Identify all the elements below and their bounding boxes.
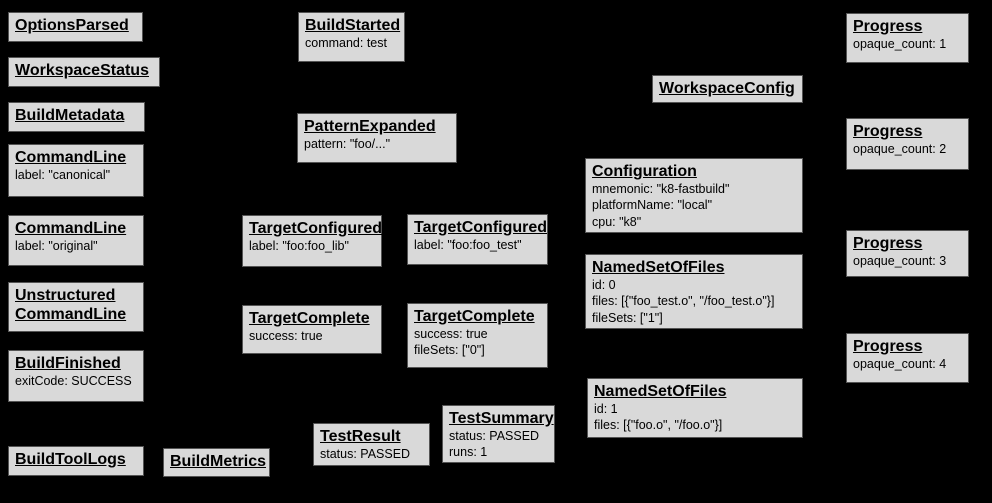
node-title: BuildStarted bbox=[305, 17, 401, 34]
node-progress-3: Progress opaque_count: 3 bbox=[846, 230, 969, 277]
node-pattern-expanded: PatternExpanded pattern: "foo/..." bbox=[297, 113, 457, 163]
node-title: BuildMetadata bbox=[15, 107, 125, 124]
node-props: label: "canonical" bbox=[15, 167, 137, 183]
node-configuration: Configuration mnemonic: "k8-fastbuild"pl… bbox=[585, 158, 803, 233]
node-property: label: "original" bbox=[15, 239, 98, 254]
node-property: pattern: "foo/..." bbox=[304, 137, 391, 152]
node-property: opaque_count: 2 bbox=[853, 142, 947, 157]
node-options-parsed: OptionsParsed bbox=[8, 12, 143, 42]
node-props: opaque_count: 2 bbox=[853, 141, 962, 157]
node-property: cpu: "k8" bbox=[592, 214, 642, 229]
node-props: success: true bbox=[249, 328, 375, 344]
node-unstructured-command-line: Unstructured CommandLine bbox=[8, 282, 144, 332]
node-build-finished: BuildFinished exitCode: SUCCESS bbox=[8, 350, 144, 402]
node-progress-4: Progress opaque_count: 4 bbox=[846, 333, 969, 383]
node-title: WorkspaceStatus bbox=[15, 62, 149, 79]
node-title: NamedSetOfFiles bbox=[592, 259, 725, 276]
node-workspace-status: WorkspaceStatus bbox=[8, 57, 160, 87]
node-title: WorkspaceConfig bbox=[659, 80, 795, 97]
node-title: Progress bbox=[853, 338, 923, 355]
node-command-line-canonical: CommandLine label: "canonical" bbox=[8, 144, 144, 197]
node-property: fileSets: ["1"] bbox=[592, 310, 663, 325]
node-property: exitCode: SUCCESS bbox=[15, 374, 132, 389]
node-property: fileSets: ["0"] bbox=[414, 343, 485, 358]
node-props: label: "foo:foo_test" bbox=[414, 237, 541, 253]
node-title: Progress bbox=[853, 18, 923, 35]
node-title: TargetConfigured bbox=[414, 219, 548, 236]
node-title: TargetConfigured bbox=[249, 220, 383, 237]
node-property: opaque_count: 4 bbox=[853, 357, 947, 372]
node-title: CommandLine bbox=[15, 149, 127, 166]
node-property: status: PASSED bbox=[320, 447, 411, 462]
node-property: id: 1 bbox=[594, 402, 618, 417]
node-property: runs: 1 bbox=[449, 445, 488, 460]
node-property: status: PASSED bbox=[449, 429, 540, 444]
node-build-metadata: BuildMetadata bbox=[8, 102, 145, 132]
node-progress-2: Progress opaque_count: 2 bbox=[846, 118, 969, 170]
node-target-complete-foo-lib: TargetComplete success: true bbox=[242, 305, 382, 354]
node-props: pattern: "foo/..." bbox=[304, 136, 450, 152]
node-props: opaque_count: 4 bbox=[853, 356, 962, 372]
node-build-metrics: BuildMetrics bbox=[163, 448, 270, 477]
node-props: exitCode: SUCCESS bbox=[15, 373, 137, 389]
node-command-line-original: CommandLine label: "original" bbox=[8, 215, 144, 266]
node-props: status: PASSED bbox=[320, 446, 423, 462]
node-title: Unstructured CommandLine bbox=[15, 287, 127, 324]
node-props: command: test bbox=[305, 35, 398, 51]
node-test-result: TestResult status: PASSED bbox=[313, 423, 430, 466]
node-property: label: "foo:foo_lib" bbox=[249, 239, 349, 254]
node-title: Progress bbox=[853, 123, 923, 140]
node-property: success: true bbox=[414, 327, 488, 342]
node-title: TargetComplete bbox=[249, 310, 370, 327]
node-title: BuildToolLogs bbox=[15, 451, 126, 468]
node-property: label: "canonical" bbox=[15, 168, 111, 183]
node-target-configured-foo-test: TargetConfigured label: "foo:foo_test" bbox=[407, 214, 548, 265]
node-property: files: [{"foo_test.o", "/foo_test.o"}] bbox=[592, 294, 775, 309]
node-property: opaque_count: 1 bbox=[853, 37, 947, 52]
node-property: success: true bbox=[249, 329, 323, 344]
node-build-tool-logs: BuildToolLogs bbox=[8, 446, 144, 476]
node-progress-1: Progress opaque_count: 1 bbox=[846, 13, 969, 63]
node-title: CommandLine bbox=[15, 220, 127, 237]
node-props: label: "foo:foo_lib" bbox=[249, 238, 375, 254]
node-build-started: BuildStarted command: test bbox=[298, 12, 405, 62]
node-target-configured-foo-lib: TargetConfigured label: "foo:foo_lib" bbox=[242, 215, 382, 267]
node-workspace-config: WorkspaceConfig bbox=[652, 75, 803, 103]
node-property: mnemonic: "k8-fastbuild" bbox=[592, 182, 730, 197]
node-props: mnemonic: "k8-fastbuild"platformName: "l… bbox=[592, 181, 796, 230]
node-title: BuildFinished bbox=[15, 355, 121, 372]
node-title: PatternExpanded bbox=[304, 118, 436, 135]
node-property: command: test bbox=[305, 36, 387, 51]
node-props: opaque_count: 1 bbox=[853, 36, 962, 52]
node-property: label: "foo:foo_test" bbox=[414, 238, 522, 253]
node-title: OptionsParsed bbox=[15, 17, 129, 34]
node-title: Progress bbox=[853, 235, 923, 252]
node-title: TargetComplete bbox=[414, 308, 535, 325]
node-props: label: "original" bbox=[15, 238, 137, 254]
node-title: TestSummary bbox=[449, 410, 554, 427]
node-property: id: 0 bbox=[592, 278, 616, 293]
node-title: Configuration bbox=[592, 163, 697, 180]
node-props: opaque_count: 3 bbox=[853, 253, 962, 269]
node-property: opaque_count: 3 bbox=[853, 254, 947, 269]
node-property: platformName: "local" bbox=[592, 198, 713, 213]
node-title: TestResult bbox=[320, 428, 401, 445]
node-title: NamedSetOfFiles bbox=[594, 383, 727, 400]
node-title: BuildMetrics bbox=[170, 453, 267, 470]
node-property: files: [{"foo.o", "/foo.o"}] bbox=[594, 418, 723, 433]
